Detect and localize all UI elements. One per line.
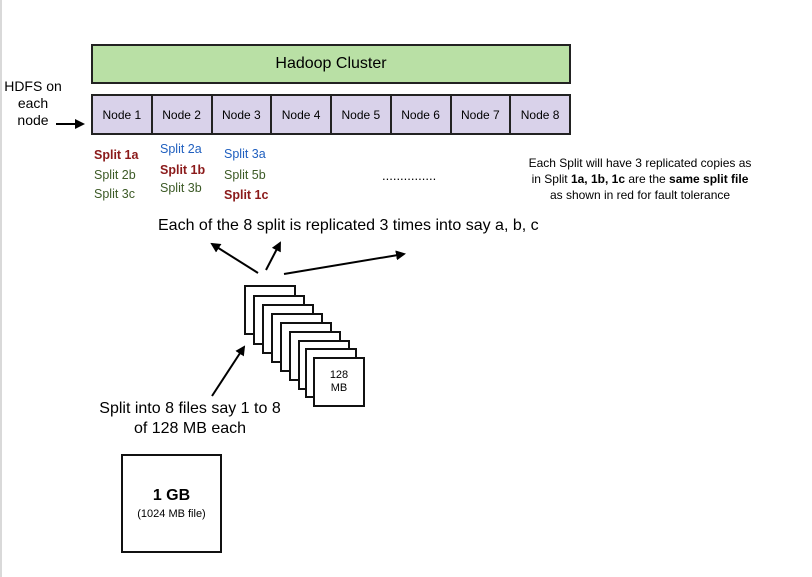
note-bold-same: same split file bbox=[669, 172, 749, 186]
split-description: Split into 8 files say 1 to 8 of 128 MB … bbox=[95, 399, 285, 439]
hadoop-cluster-box: Hadoop Cluster bbox=[91, 44, 571, 84]
split-1b: Split 1b bbox=[160, 163, 206, 177]
source-file-box: 1 GB (1024 MB file) bbox=[121, 454, 222, 553]
source-file-size: 1 GB bbox=[152, 487, 191, 504]
note-line-3: as shown in red for fault tolerance bbox=[549, 188, 731, 202]
split-description-line-2: of 128 MB each bbox=[133, 420, 247, 437]
replication-heading: Each of the 8 split is replicated 3 time… bbox=[158, 217, 539, 234]
split-description-line-1: Split into 8 files say 1 to 8 bbox=[99, 400, 281, 417]
split-3a: Split 3a bbox=[224, 147, 266, 161]
page-edge-rule bbox=[0, 0, 2, 577]
split-5b: Split 5b bbox=[224, 168, 266, 182]
split-3b: Split 3b bbox=[160, 181, 202, 195]
note-bold-splits: 1a, 1b, 1c bbox=[570, 172, 625, 186]
node-row: Node 1 Node 2 Node 3 Node 4 Node 5 Node … bbox=[91, 94, 571, 135]
split-2b: Split 2b bbox=[94, 168, 136, 182]
split-2a: Split 2a bbox=[160, 142, 202, 156]
note-line-2: in Split 1a, 1b, 1c are the same split f… bbox=[488, 171, 792, 187]
note-line-2-pre: in Split bbox=[531, 172, 571, 186]
hdfs-label: HDFS on each node bbox=[4, 78, 62, 128]
note-line-1: Each Split will have 3 replicated copies… bbox=[528, 156, 752, 170]
replica-arrow-mid bbox=[265, 241, 281, 271]
node-3: Node 3 bbox=[213, 96, 273, 133]
replica-arrow-left bbox=[210, 242, 259, 274]
note-line-2-mid: are the bbox=[625, 172, 670, 186]
chunk-unit: MB bbox=[330, 382, 348, 394]
chunk-size: 128 bbox=[329, 369, 349, 381]
node-1: Node 1 bbox=[93, 96, 153, 133]
split-card-front: 128 MB bbox=[313, 357, 365, 407]
replication-note: Each Split will have 3 replicated copies… bbox=[488, 155, 792, 203]
split-1a: Split 1a bbox=[94, 148, 139, 162]
ellipsis: ............... bbox=[382, 168, 437, 183]
node-8: Node 8 bbox=[520, 107, 560, 122]
replica-arrow-right bbox=[283, 250, 406, 275]
split-arrow bbox=[211, 345, 246, 397]
node-4: Node 4 bbox=[272, 96, 332, 133]
split-1c: Split 1c bbox=[224, 188, 269, 202]
cluster-title: Hadoop Cluster bbox=[275, 55, 387, 72]
node-5: Node 5 bbox=[332, 96, 392, 133]
node-6: Node 6 bbox=[392, 96, 452, 133]
node-7: Node 7 bbox=[452, 96, 512, 133]
split-3c: Split 3c bbox=[94, 187, 135, 201]
node-2: Node 2 bbox=[153, 96, 213, 133]
source-file-detail: (1024 MB file) bbox=[137, 508, 206, 520]
